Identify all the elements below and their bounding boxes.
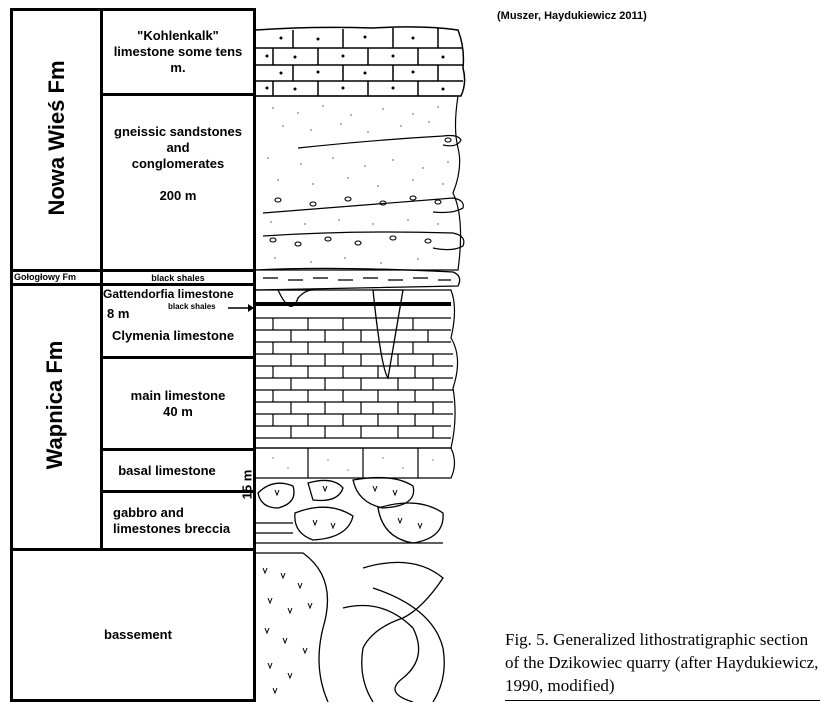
unit-gneissic-thickness: 200 m bbox=[159, 188, 197, 203]
kohlenkalk-limestone-pattern bbox=[255, 26, 466, 97]
basement-box bbox=[10, 548, 256, 702]
unit-basal-text: basal limestone bbox=[118, 462, 216, 478]
black-shales-pattern bbox=[255, 267, 461, 291]
caption-rule bbox=[505, 700, 820, 701]
unit-gabbro-line1: gabbro and bbox=[113, 504, 184, 520]
unit-black-shales-top-text: black shales bbox=[151, 272, 205, 283]
gneissic-sandstone-pattern bbox=[256, 95, 465, 271]
figure-caption: Fig. 5. Generalized lithostratigraphic s… bbox=[505, 630, 819, 695]
arrow-icon bbox=[228, 304, 254, 312]
unit-basal-limestone: basal limestone bbox=[100, 448, 256, 493]
thickness-8m: 8 m bbox=[107, 306, 130, 321]
unit-gneissic: gneissic sandstones and conglomerates 20… bbox=[100, 93, 256, 272]
unit-kohlenkalk-text: "Kohlenkalk" limestone some tens m. bbox=[113, 28, 243, 75]
unit-kohlenkalk: "Kohlenkalk" limestone some tens m. bbox=[100, 8, 256, 96]
limestone-brick-pattern bbox=[256, 289, 459, 449]
unit-gneissic-line2: and bbox=[166, 140, 190, 155]
unit-gabbro: gabbro and limestones breccia bbox=[100, 490, 256, 551]
formation-nowa-wies-label: Nowa Wieś Fm bbox=[44, 60, 69, 216]
source-credit: (Muszer, Haydukiewicz 2011) bbox=[497, 10, 647, 22]
dark-band bbox=[256, 302, 451, 306]
unit-main-line1: main limestone bbox=[130, 387, 226, 403]
unit-main-thickness: 40 m bbox=[163, 403, 193, 419]
unit-basement-text: bassement bbox=[104, 627, 172, 642]
formation-gologlowy-label: Gołogłowy Fm bbox=[14, 272, 76, 282]
black-shales-inner-text: black shales bbox=[168, 302, 216, 311]
unit-main-limestone: main limestone 40 m bbox=[100, 356, 256, 451]
unit-clymenia-text: Clymenia limestone bbox=[112, 328, 235, 343]
unit-gabbro-line2: limestones breccia bbox=[113, 520, 231, 536]
gabbro-breccia-pattern bbox=[256, 476, 444, 544]
unit-gneissic-line1: gneissic sandstones bbox=[114, 124, 242, 139]
unit-gattendorfia-text: Gattendorfia limestone bbox=[103, 287, 234, 301]
unit-gneissic-line3: conglomerates bbox=[131, 156, 225, 171]
formation-wapnica-label: Wapnica Fm bbox=[42, 340, 67, 470]
lithology-column bbox=[253, 8, 466, 702]
basal-limestone-pattern bbox=[256, 447, 456, 479]
basement-fold-pattern bbox=[256, 552, 445, 702]
